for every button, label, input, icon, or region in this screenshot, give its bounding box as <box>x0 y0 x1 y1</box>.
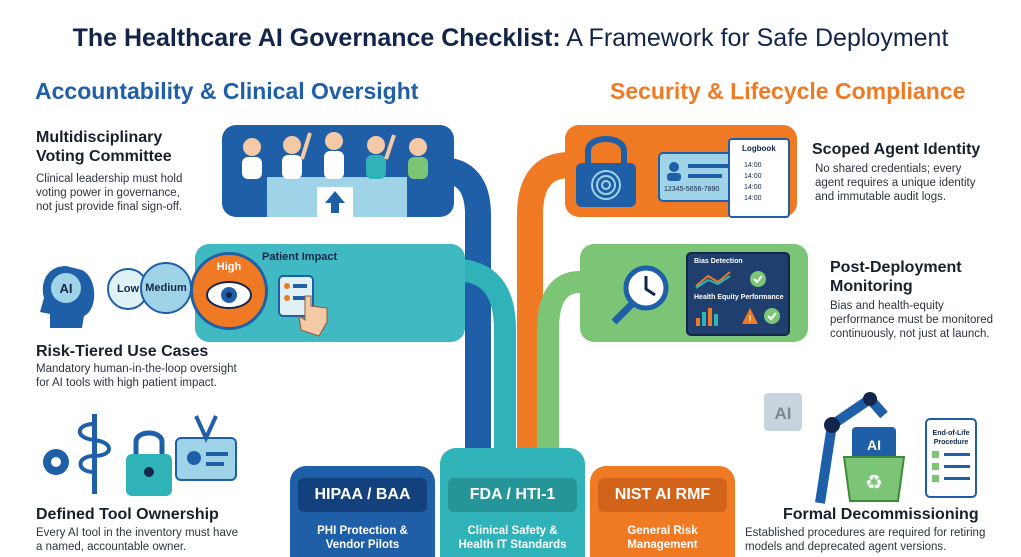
procedure-line2: Procedure <box>934 439 969 446</box>
ai-chip-label: AI <box>775 404 792 423</box>
magnifier-clock-icon <box>611 265 669 325</box>
compliance-pillars: HIPAA / BAA PHI Protection &Vendor Pilot… <box>290 448 735 557</box>
recycle-icon: ♻ <box>865 470 883 494</box>
logbook-label: Logbook <box>742 144 776 153</box>
left-column-heading: Accountability & Clinical Oversight <box>35 78 419 104</box>
medium-risk-badge: Medium <box>140 262 192 314</box>
high-risk-label: High <box>216 261 242 273</box>
decommissioning-title: Formal Decommissioning <box>783 506 979 523</box>
ownership-desc: Every AI tool in the inventory must have… <box>36 527 238 553</box>
pillar-hipaa: HIPAA / BAA PHI Protection &Vendor Pilot… <box>290 466 435 557</box>
decommissioning-desc: Established procedures are required for … <box>745 527 986 553</box>
pointer-hand-icon <box>278 275 328 337</box>
page-title: The Healthcare AI Governance Checklist: … <box>72 24 949 52</box>
svg-text:!: ! <box>749 314 752 324</box>
pillar-fda-title: FDA / HTI-1 <box>469 486 556 503</box>
id-number: 12345-5656-7890 <box>664 186 720 193</box>
right-column-heading: Security & Lifecycle Compliance <box>610 78 966 104</box>
tool-ownership-illustration <box>43 414 237 496</box>
high-risk-badge: High <box>190 252 268 330</box>
eye-icon <box>206 281 252 309</box>
id-photo-icon <box>667 162 681 181</box>
bias-trend-icon <box>695 271 766 289</box>
ai-bin-label: AI <box>867 437 881 453</box>
patient-impact-label: Patient Impact <box>262 251 338 263</box>
ownership-title: Defined Tool Ownership <box>36 506 219 523</box>
pillar-hipaa-title: HIPAA / BAA <box>314 486 411 503</box>
committee-meeting-icon <box>242 132 428 217</box>
checklist-icon <box>932 451 970 482</box>
procedure-line1: End-of-Life <box>933 430 970 437</box>
fingerprint-lock-icon <box>576 136 636 207</box>
ai-head-icon: AI <box>40 266 95 328</box>
identity-title: Scoped Agent Identity <box>812 141 981 158</box>
committee-illustration <box>222 125 454 217</box>
equity-bars-icon: ! <box>696 308 780 326</box>
pillar-hipaa-sub: PHI Protection &Vendor Pilots <box>317 525 408 551</box>
decommissioning-illustration: AI AI ♻ End-of-Life Procedure <box>764 392 977 504</box>
pillar-nist-title: NIST AI RMF <box>614 486 711 503</box>
bias-detection-label: Bias Detection <box>694 258 743 265</box>
monitoring-dashboard: Bias Detection Health Equity Performance… <box>686 252 790 336</box>
risk-title: Risk-Tiered Use Cases <box>36 343 209 360</box>
ai-head-label: AI <box>60 281 73 296</box>
pillar-fda-sub: Clinical Safety &Health IT Standards <box>458 525 567 551</box>
health-equity-label: Health Equity Performance <box>694 294 784 301</box>
pillar-fda: FDA / HTI-1 Clinical Safety &Health IT S… <box>440 448 585 557</box>
